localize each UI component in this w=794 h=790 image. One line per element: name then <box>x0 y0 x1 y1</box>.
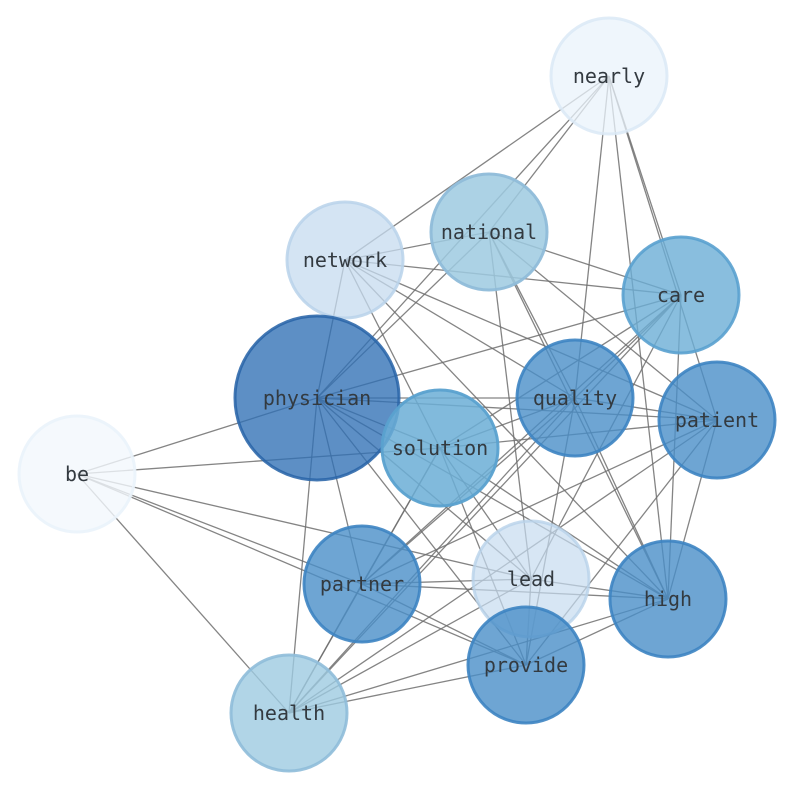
edge-network-high <box>344 259 669 600</box>
node-quality: quality <box>515 338 635 458</box>
node-circle-solution <box>380 388 500 508</box>
node-provide: provide <box>466 605 586 725</box>
node-circle-quality <box>515 338 635 458</box>
node-label-nearly: nearly <box>573 64 645 88</box>
node-circle-physician <box>233 314 401 482</box>
node-high: high <box>608 539 728 659</box>
node-circle-nearly <box>549 16 669 136</box>
node-circle-partner <box>302 524 422 644</box>
node-label-network: network <box>303 248 387 272</box>
edge-be-lead <box>76 473 532 580</box>
node-label-partner: partner <box>320 572 404 596</box>
node-national: national <box>429 172 549 292</box>
node-partner: partner <box>302 524 422 644</box>
node-layer: nearly national network care physician qualit… <box>17 16 777 773</box>
node-label-patient: patient <box>675 408 759 432</box>
edge-patient-partner <box>361 419 718 585</box>
node-label-care: care <box>657 283 705 307</box>
node-physician: physician <box>233 314 401 482</box>
node-label-provide: provide <box>484 653 568 677</box>
node-health: health <box>229 653 349 773</box>
node-label-physician: physician <box>263 386 371 410</box>
node-lead: lead <box>471 519 591 639</box>
node-circle-provide <box>466 605 586 725</box>
node-be: be <box>17 414 137 534</box>
node-nearly: nearly <box>549 16 669 136</box>
node-circle-care <box>621 235 741 355</box>
node-label-solution: solution <box>392 436 488 460</box>
edge-be-provide <box>76 473 527 666</box>
node-circle-health <box>229 653 349 773</box>
edge-nearly-high <box>608 75 669 600</box>
node-care: care <box>621 235 741 355</box>
node-circle-network <box>285 200 405 320</box>
node-label-lead: lead <box>507 567 555 591</box>
node-circle-high <box>608 539 728 659</box>
node-label-quality: quality <box>533 386 617 410</box>
node-network: network <box>285 200 405 320</box>
node-label-be: be <box>65 462 89 486</box>
node-label-high: high <box>644 587 692 611</box>
node-solution: solution <box>380 388 500 508</box>
edge-network-patient <box>344 259 718 421</box>
node-patient: patient <box>657 360 777 480</box>
node-circle-national <box>429 172 549 292</box>
node-circle-be <box>17 414 137 534</box>
node-label-health: health <box>253 701 325 725</box>
node-label-national: national <box>441 220 537 244</box>
node-circle-patient <box>657 360 777 480</box>
